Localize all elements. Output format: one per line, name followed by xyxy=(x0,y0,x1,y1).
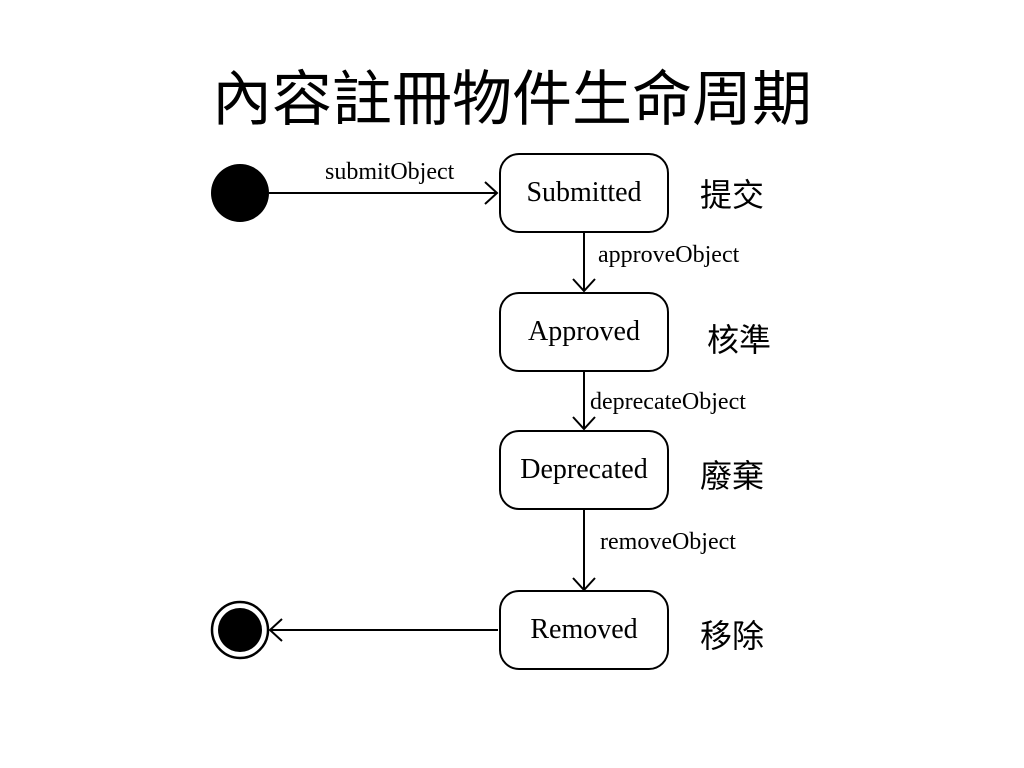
state-removed-label: Removed xyxy=(530,614,638,645)
approve-arrowhead xyxy=(572,278,596,293)
final-state-core xyxy=(218,608,262,652)
caption-removed: 移除 xyxy=(700,618,765,654)
transition-label-deprecate: deprecateObject xyxy=(590,389,746,415)
submit-arrowhead xyxy=(484,181,499,205)
state-removed: Removed xyxy=(499,590,669,670)
transition-label-submit: submitObject xyxy=(325,159,455,185)
initial-state-node xyxy=(211,164,269,222)
state-deprecated-label: Deprecated xyxy=(520,454,648,485)
caption-submitted: 提交 xyxy=(700,177,765,213)
final-arrowhead xyxy=(268,618,283,642)
state-approved-label: Approved xyxy=(528,316,640,347)
deprecate-arrowhead xyxy=(572,416,596,431)
state-submitted-label: Submitted xyxy=(526,177,642,208)
state-deprecated: Deprecated xyxy=(499,430,669,510)
caption-approved: 核準 xyxy=(707,322,772,358)
transition-label-approve: approveObject xyxy=(598,242,740,268)
transition-label-remove: removeObject xyxy=(600,529,736,555)
state-submitted: Submitted xyxy=(499,153,669,233)
state-approved: Approved xyxy=(499,292,669,372)
caption-deprecated: 廢棄 xyxy=(700,458,765,494)
diagram-title: 內容註冊物件生命周期 xyxy=(212,67,812,133)
